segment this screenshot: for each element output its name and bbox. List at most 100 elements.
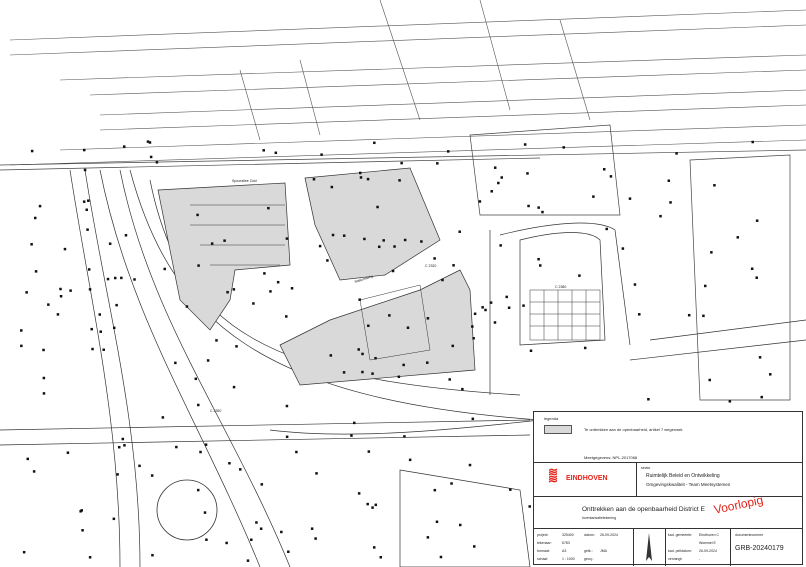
- survey-point: [196, 213, 199, 217]
- survey-point: [403, 435, 406, 438]
- survey-point: [88, 288, 92, 291]
- survey-point: [522, 304, 525, 307]
- survey-point: [450, 482, 453, 485]
- survey-point: [79, 510, 82, 513]
- survey-point: [493, 166, 497, 169]
- drawing-title: Onttrekken aan de openbaarheid District …: [582, 506, 705, 513]
- survey-point: [108, 242, 112, 245]
- survey-point: [69, 289, 72, 292]
- scale-label: schaal:: [537, 557, 549, 561]
- survey-point: [357, 348, 360, 351]
- survey-point: [628, 197, 632, 200]
- survey-point: [115, 303, 118, 307]
- survey-point: [435, 520, 439, 524]
- survey-point: [382, 239, 385, 242]
- survey-point: [290, 287, 294, 290]
- withdrawn-areas: [157, 167, 476, 386]
- survey-point: [113, 276, 117, 280]
- survey-point: [232, 288, 236, 291]
- survey-point: [267, 206, 270, 210]
- survey-point: [403, 238, 407, 242]
- approved-label: gecq.:: [584, 557, 594, 561]
- drafter-value: 6783: [562, 541, 570, 545]
- survey-point: [312, 177, 316, 181]
- legend-heading: legenda: [544, 416, 559, 421]
- survey-point: [366, 502, 369, 506]
- survey-point: [30, 243, 33, 246]
- survey-point: [458, 230, 461, 233]
- survey-point: [433, 257, 436, 260]
- survey-point: [371, 372, 374, 375]
- legend-swatch: [544, 425, 572, 434]
- roads: [0, 169, 806, 567]
- survey-point: [602, 168, 606, 171]
- survey-point: [621, 247, 625, 250]
- survey-point: [471, 325, 474, 328]
- survey-point: [471, 417, 475, 421]
- survey-point: [703, 284, 707, 288]
- survey-point: [359, 176, 363, 179]
- street-label: C 2380: [555, 285, 566, 289]
- survey-point: [329, 354, 333, 357]
- survey-point: [702, 314, 705, 318]
- survey-point: [42, 392, 46, 395]
- cadastral-label: kad. gemeente:: [668, 533, 693, 537]
- survey-point: [326, 259, 329, 262]
- parking-grid: [529, 289, 601, 341]
- survey-point: [81, 529, 84, 532]
- survey-point: [481, 306, 484, 309]
- survey-point: [473, 312, 477, 316]
- survey-point: [122, 145, 126, 148]
- street-label: Stationsweg: [354, 274, 373, 284]
- survey-point: [22, 550, 26, 554]
- survey-point: [366, 177, 370, 181]
- survey-point: [523, 143, 527, 146]
- survey-point: [478, 200, 482, 203]
- survey-point: [675, 152, 678, 155]
- survey-point: [123, 444, 126, 447]
- project-label: project:: [537, 533, 549, 537]
- scale-value: 1 : 1000: [562, 557, 575, 561]
- logo: ≋≋ EINDHOVEN: [534, 463, 637, 496]
- survey-point: [750, 267, 754, 271]
- survey-point: [285, 404, 289, 408]
- legend-item-label: Te onttrekken aan de openbaarheid, artik…: [584, 427, 684, 432]
- survey-point: [372, 546, 376, 549]
- draft-stamp: Voorlopig: [712, 492, 765, 517]
- survey-point: [260, 483, 264, 486]
- survey-point: [287, 550, 290, 553]
- survey-point: [262, 149, 265, 152]
- survey-point: [246, 559, 250, 562]
- survey-point: [250, 538, 253, 542]
- survey-point: [215, 339, 218, 342]
- survey-point: [472, 545, 476, 548]
- sector-line1: Ruimtelijk Beleid en Ontwikkeling: [646, 473, 720, 479]
- survey-point: [509, 488, 512, 491]
- survey-point: [452, 264, 455, 267]
- logo-waves-icon: ≋≋: [548, 465, 559, 486]
- survey-point: [124, 234, 128, 237]
- survey-point: [500, 176, 503, 179]
- survey-point: [367, 324, 370, 328]
- building: [689, 154, 791, 401]
- survey-point: [285, 237, 289, 240]
- survey-point: [235, 345, 238, 348]
- survey-point: [82, 148, 86, 152]
- survey-point: [359, 171, 362, 175]
- survey-point: [163, 267, 166, 271]
- cadastral-value-2: Woensel E: [699, 541, 716, 545]
- survey-point: [295, 450, 298, 454]
- survey-point: [197, 403, 200, 407]
- format-value: A3: [562, 549, 567, 553]
- survey-point: [342, 234, 346, 237]
- survey-point: [342, 371, 346, 374]
- survey-point: [377, 245, 381, 249]
- logo-text: EINDHOVEN: [566, 475, 608, 482]
- survey-point: [769, 373, 772, 376]
- survey-point: [42, 376, 46, 380]
- street-label: C 2320: [425, 264, 436, 268]
- survey-point: [507, 306, 511, 309]
- survey-point: [708, 378, 711, 382]
- survey-point: [484, 308, 487, 312]
- survey-point: [59, 294, 63, 298]
